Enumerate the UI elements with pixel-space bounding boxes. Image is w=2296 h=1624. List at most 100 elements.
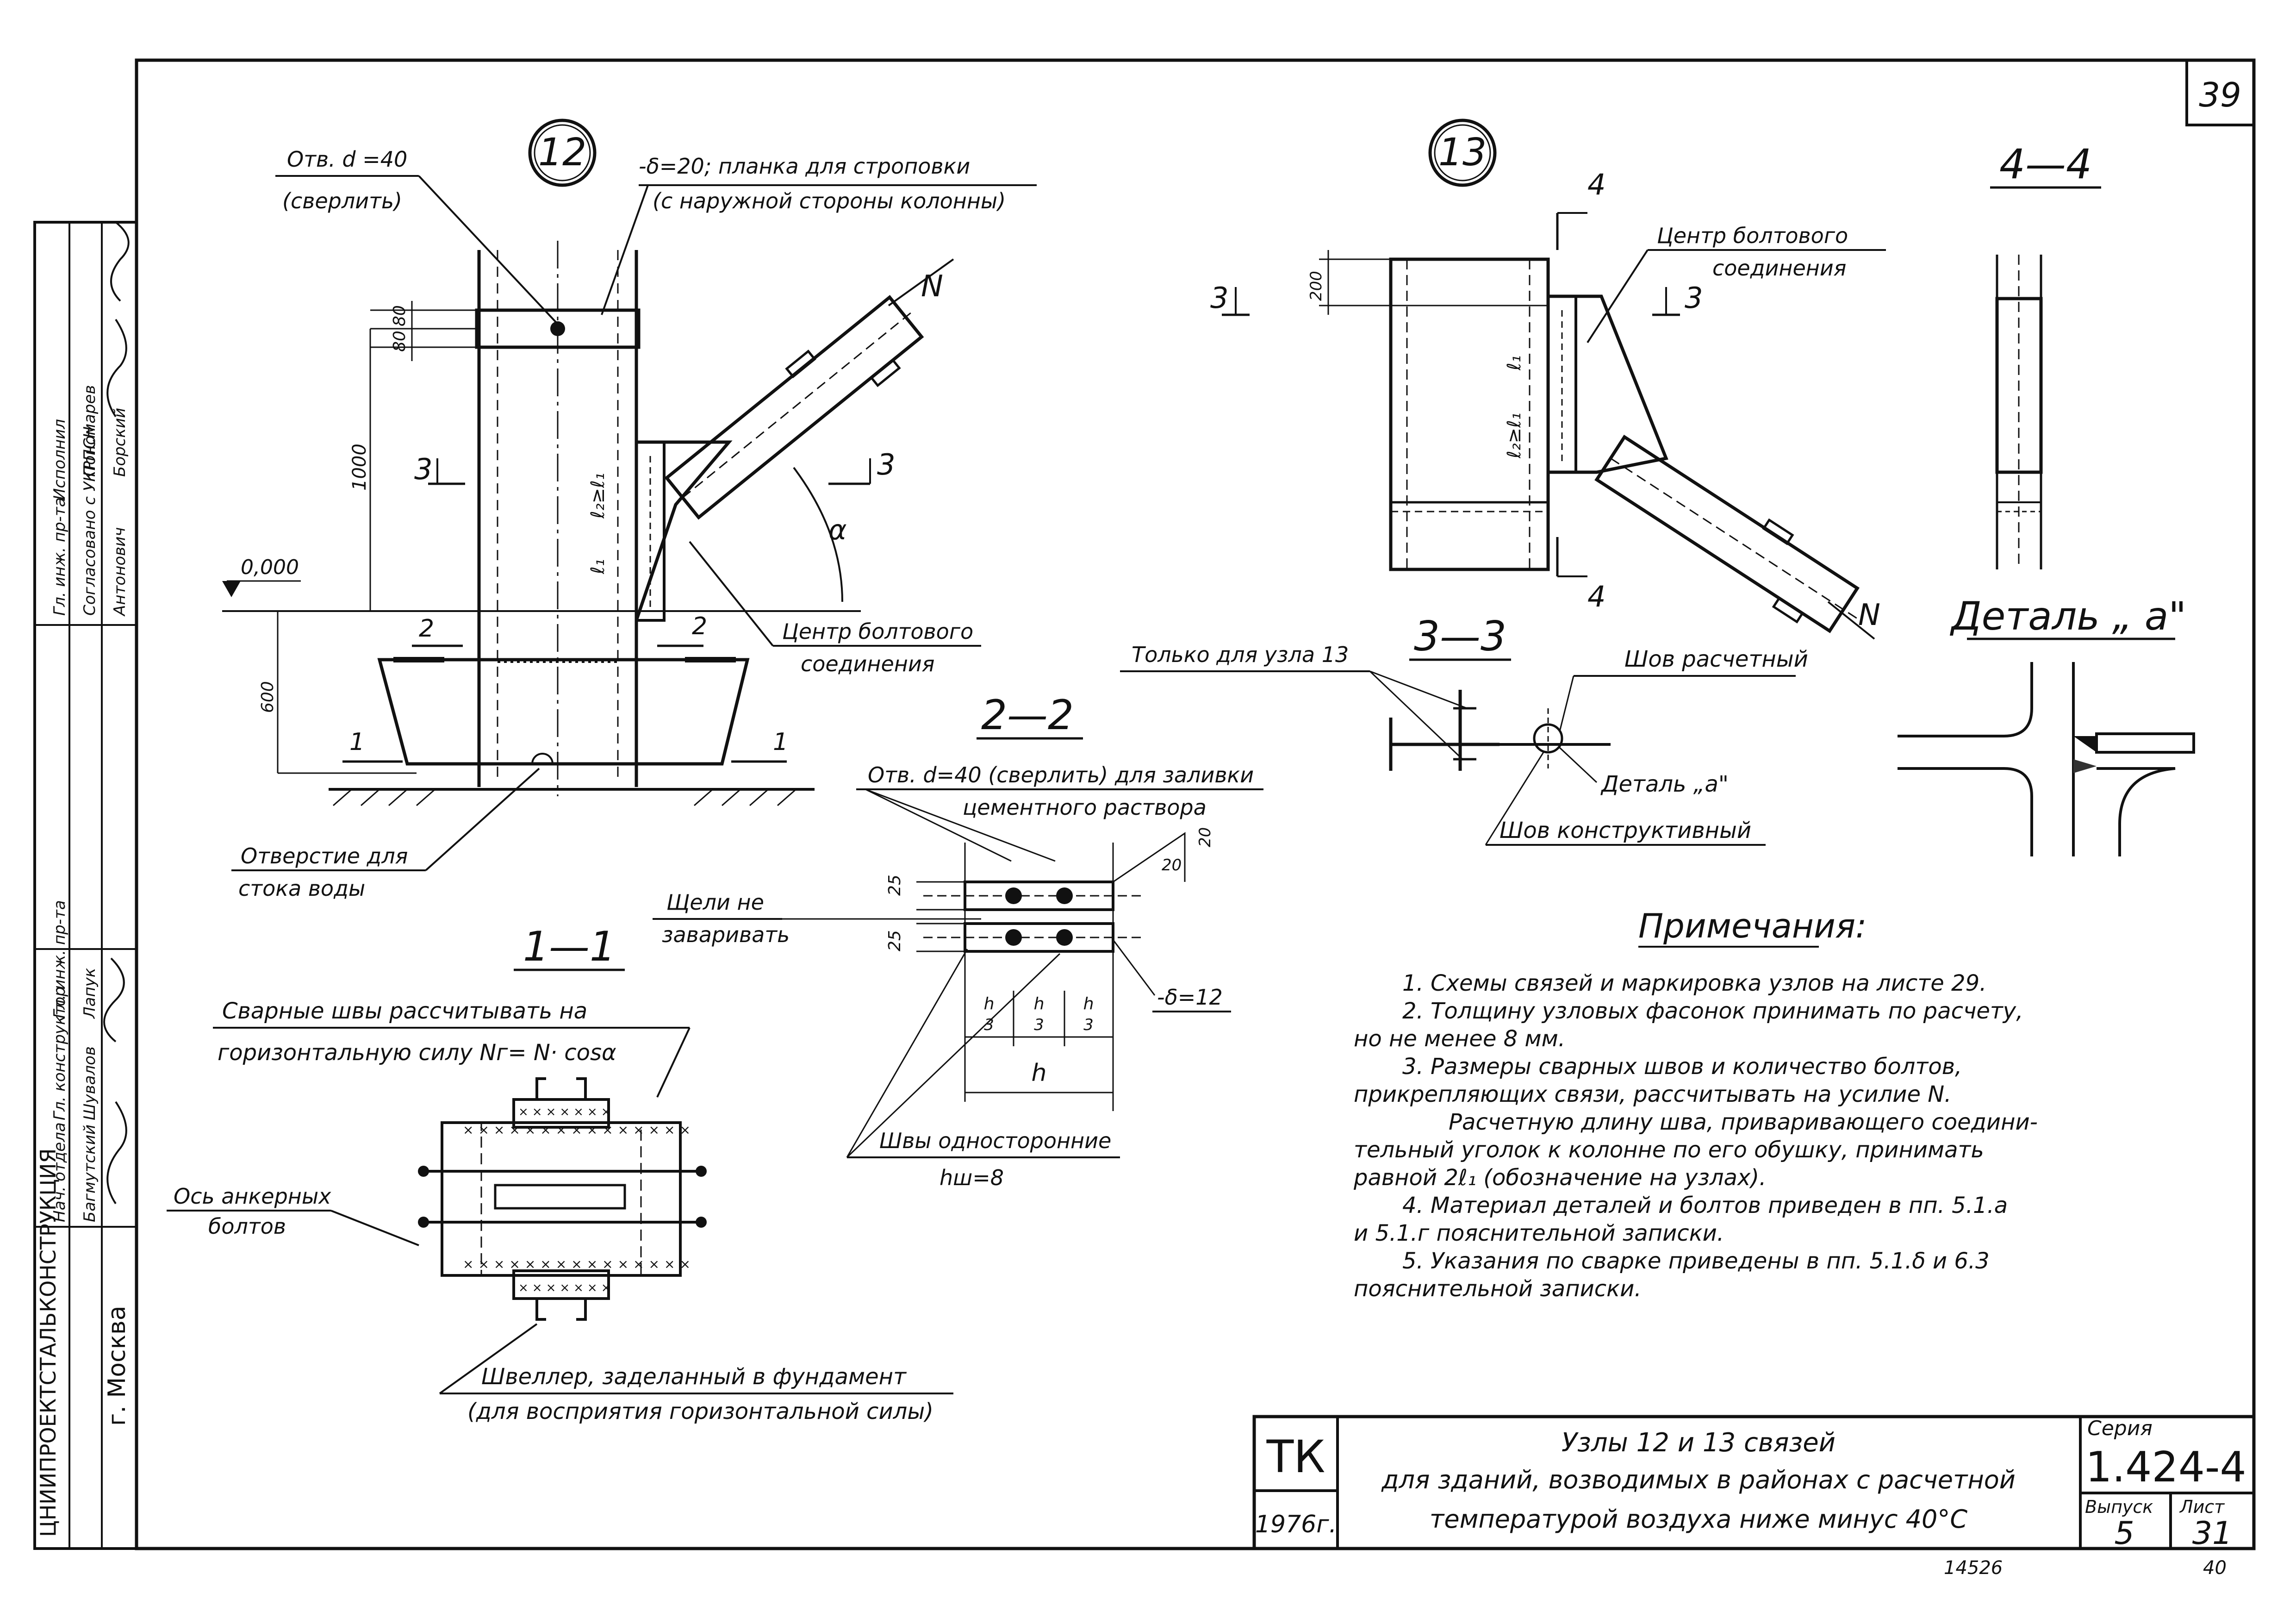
title-line-2: для зданий, возводимых в районах с расче…: [1381, 1465, 2016, 1494]
node-13-center-label-1: Центр болтового: [1657, 223, 1848, 248]
node-12-dim-80b: 80: [390, 331, 409, 352]
node-13-cut3R: 3: [1685, 281, 1703, 315]
section-1-1-channel-2: (для восприятия горизонтальной силы): [467, 1399, 933, 1424]
notes-title: Примечания:: [1638, 906, 1867, 945]
section-2-2-hole-label-1: Отв. d=40 (сверлить) для заливки: [868, 762, 1254, 787]
section-2-2-h3a-num: h: [984, 994, 995, 1013]
foundation: [377, 658, 750, 766]
section-1-1-channel-bottom: [512, 1269, 610, 1300]
section-1-1-outer: [441, 1121, 682, 1277]
section-1-1-channel-1: Швеллер, заделанный в фундамент: [481, 1364, 907, 1390]
section-1-1-title: 1—1: [523, 923, 616, 970]
note-line-10: и 5.1.г пояснительной записки.: [1354, 1220, 1724, 1246]
stamp-org: ЦНИИПРОЕКТСТАЛЬКОНСТРУКЦИЯ: [36, 1149, 61, 1537]
node-13-dim-200: 200: [1307, 271, 1325, 301]
section-4-4-title: 4—4: [1999, 140, 2092, 188]
section-2-2-welds-2: hш=8: [940, 1165, 1004, 1190]
stamp-name-3: Лапук: [81, 968, 99, 1019]
bottom-number-1: 14526: [1944, 1557, 2003, 1579]
section-2-2-dim-20b: 20: [1162, 856, 1182, 874]
stamp-role2-2: Исполнил: [50, 419, 69, 500]
node-12-plate-label-2: (с наружной стороны колонны): [653, 188, 1006, 213]
notes: Примечания: 1. Схемы связей и маркировка…: [1353, 906, 2038, 1302]
section-4-4: 4—4: [1990, 140, 2101, 569]
svg-text:×××××××: ×××××××: [518, 1105, 615, 1119]
node-12-mark: 12: [538, 131, 586, 175]
note-line-2: 2. Толщину узловых фасонок принимать по …: [1402, 998, 2023, 1024]
node-12-plate-label-1: -δ=20; планка для строповки: [639, 154, 970, 179]
node-12-dim-1000: 1000: [349, 443, 370, 491]
section-2-2-dim-25b: 25: [885, 930, 904, 951]
title-year: 1976г.: [1255, 1511, 1337, 1538]
stamp-role2-1: Гл. инж. пр-та: [50, 497, 69, 616]
node-13-cut4B: 4: [1587, 580, 1605, 613]
node-12-cut3R: 3: [877, 448, 895, 481]
section-1-1-axis-1: Ось анкерных: [174, 1184, 331, 1209]
stamp-name-2: Шувалов: [81, 1046, 99, 1120]
left-stamp-frame: [33, 221, 138, 1550]
sheet-label: Лист: [2179, 1497, 2225, 1517]
stamp-role-3: Гл. инж. пр-та: [50, 900, 69, 1018]
stamp-name-1: Багмутский: [81, 1124, 99, 1222]
note-line-9: 4. Материал деталей и болтов приведен в …: [1402, 1193, 2008, 1218]
note-line-11: 5. Указания по сварке приведены в пп. 5.…: [1402, 1248, 1990, 1274]
node-12-cut1R: 1: [773, 728, 788, 756]
node-12-mark-circle: [528, 119, 597, 187]
node-12-hole-label-1: Отв. d =40: [287, 147, 407, 172]
section-2-2-h: h: [1032, 1059, 1047, 1087]
node-12-center-label-2: соединения: [801, 651, 934, 676]
node-13-l1: ℓ₁: [1504, 355, 1525, 371]
section-1-1-welds-2: горизонтальную силу Nг= N· cosα: [218, 1040, 616, 1066]
signature-2: [103, 957, 125, 1043]
section-2-2-slots-2: заваривать: [662, 922, 790, 947]
node-12-cut3L: 3: [414, 452, 432, 486]
section-2-2-title: 2—2: [981, 691, 1074, 739]
node-13-gusset: [1546, 294, 1668, 474]
section-2-2-dim-25a: 25: [885, 874, 904, 896]
note-line-5: прикрепляющих связи, рассчитывать на уси…: [1354, 1081, 1951, 1107]
stamp-role-1: Нач. отдела: [50, 1122, 69, 1222]
node-12-hole-label-2: (сверлить): [282, 188, 402, 213]
section-3-3-only: Только для узла 13: [1132, 642, 1349, 667]
section-3-3-detail-ref: Деталь „а": [1600, 771, 1729, 797]
node-12-level: 0,000: [241, 556, 299, 579]
section-2-2-welds-1: Швы односторонние: [879, 1128, 1111, 1153]
lifting-hole: [550, 321, 565, 336]
bottom-number-2: 40: [2203, 1557, 2227, 1579]
signature-4: [110, 221, 130, 302]
series-value: 1.424-4: [2085, 1443, 2246, 1492]
detail-a: Деталь „ а": [1898, 593, 2195, 856]
series-label: Серия: [2087, 1417, 2153, 1440]
node-12-cut2L: 2: [419, 615, 434, 643]
section-2-2-hole-label-2: цементного раствора: [963, 795, 1207, 820]
note-line-6: Расчетную длину шва, приваривающего соед…: [1449, 1109, 2038, 1135]
node-12-dim-600: 600: [258, 681, 277, 713]
signature-1: [106, 1101, 127, 1205]
title-org: ТК: [1266, 1431, 1325, 1483]
node-13-center-label-2: соединения: [1712, 256, 1846, 281]
node-13-mark-circle: [1428, 119, 1497, 187]
title-line-1: Узлы 12 и 13 связей: [1562, 1428, 1836, 1458]
svg-text:×××××××××××××××: ×××××××××××××××: [463, 1122, 695, 1137]
section-4-4-plate: [1995, 297, 2043, 474]
section-2-2-plate: -δ=12: [1157, 985, 1223, 1010]
node-13-cut3L: 3: [1210, 281, 1228, 315]
stamp-name2-1: Пономарев: [81, 385, 99, 477]
stamp-role2-3: Согласовано с УКРПСН: [81, 426, 99, 616]
page-number: 39: [2199, 75, 2241, 114]
title-block: ТК 1976г. Узлы 12 и 13 связей для зданий…: [1252, 1415, 2256, 1552]
note-line-8: равной 2ℓ₁ (обозначение на узлах).: [1353, 1165, 1766, 1191]
section-3-3-title: 3—3: [1414, 612, 1506, 660]
sheet-value: 31: [2192, 1515, 2233, 1552]
node-13-brace: [1594, 435, 1860, 633]
node-12: 12 Отв. d =40 (сверлить) -δ=20; планка д…: [222, 119, 1037, 901]
node-13-l2: ℓ₂≥ℓ₁: [1504, 412, 1525, 459]
section-2-2-h3c-den: 3: [1083, 1016, 1094, 1034]
detail-a-plate: [2095, 732, 2195, 754]
section-3-3: 3—3 Только для узла 13 Шов расчетный Дет…: [1120, 612, 1808, 846]
node-13-angle-strip: [1547, 295, 1577, 474]
node-12-angle-strip: [635, 441, 666, 622]
node-12-drain-label-2: стока воды: [238, 876, 365, 901]
note-line-3: но не менее 8 мм.: [1354, 1026, 1565, 1052]
node-13: 13 4 4 Центр болтового соединения 3 3 20…: [1210, 119, 1886, 640]
